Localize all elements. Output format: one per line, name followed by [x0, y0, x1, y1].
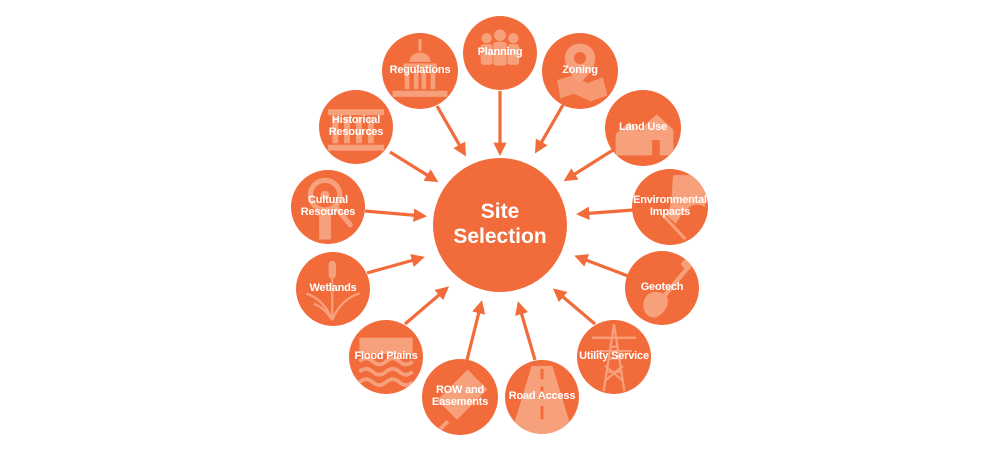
road-icon: [510, 365, 574, 434]
node-utility-service: Utility Service: [577, 320, 651, 394]
node-geotech-label: Geotech: [640, 281, 684, 294]
node-land-use-label: Land Use: [619, 121, 667, 134]
arrow-environmental-impacts: [575, 206, 634, 220]
arrow-cultural-resources: [364, 208, 428, 222]
node-wetlands: Wetlands: [296, 252, 370, 326]
arrow-geotech: [574, 254, 629, 278]
node-zoning: Zoning: [542, 33, 618, 109]
node-row-easements: ROW and Easements: [422, 359, 498, 435]
node-road-access-label: Road Access: [508, 390, 576, 403]
arrow-utility-service: [552, 288, 597, 326]
node-environmental-impacts-label: Environmental Impacts: [633, 194, 707, 218]
houses-icon: [615, 114, 674, 156]
arrow-wetlands: [366, 254, 425, 275]
cattail-icon: [305, 260, 360, 321]
shovel-icon: [643, 259, 692, 318]
node-cultural-resources-label: Cultural Resources: [300, 194, 356, 218]
people-icon: [480, 29, 520, 66]
arrow-row-easements: [465, 300, 486, 361]
arrow-road-access: [515, 301, 537, 361]
columns-icon: [327, 109, 385, 151]
arrow-flood-plains: [403, 286, 450, 326]
arrow-land-use: [563, 148, 614, 182]
water-waves-icon: [358, 337, 414, 387]
node-wetlands-label: Wetlands: [309, 282, 357, 295]
node-regulations-label: Regulations: [389, 64, 451, 77]
node-environmental-impacts: Environmental Impacts: [632, 169, 708, 245]
center-node-site-selection-label: Site Selection: [453, 200, 547, 248]
node-geotech: Geotech: [625, 251, 699, 325]
capitol-icon: [392, 39, 448, 97]
arrow-historical-resources: [389, 150, 439, 183]
node-road-access: Road Access: [505, 360, 579, 434]
node-land-use: Land Use: [605, 90, 681, 166]
arrow-regulations: [435, 105, 467, 157]
node-zoning-label: Zoning: [562, 64, 598, 77]
node-historical-resources-label: Historical Resources: [328, 114, 384, 138]
node-planning-label: Planning: [477, 46, 523, 59]
arrow-zoning: [534, 104, 565, 154]
node-cultural-resources: Cultural Resources: [291, 170, 365, 244]
map-pin-icon: [557, 43, 608, 102]
node-regulations: Regulations: [382, 33, 458, 109]
node-row-easements-label: ROW and Easements: [431, 384, 489, 408]
center-node-site-selection: Site Selection: [433, 158, 567, 292]
power-tower-icon: [591, 324, 637, 392]
node-planning: Planning: [463, 16, 537, 90]
leaf-icon: [661, 175, 705, 240]
node-historical-resources: Historical Resources: [319, 90, 393, 164]
node-utility-service-label: Utility Service: [579, 350, 649, 363]
node-flood-plains: Flood Plains: [349, 320, 423, 394]
node-flood-plains-label: Flood Plains: [354, 350, 418, 363]
survey-stake-icon: [435, 369, 488, 434]
magnifier-icon: [307, 177, 353, 240]
